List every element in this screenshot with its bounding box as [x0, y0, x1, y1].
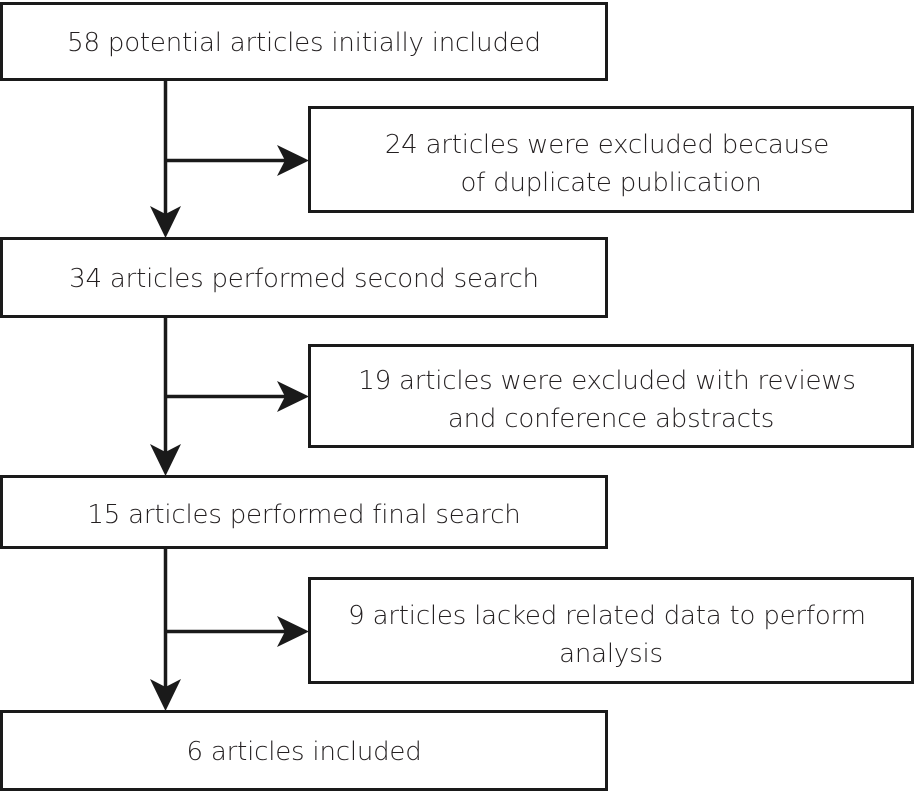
exclusion-reviews-label: 19 articles were excluded with reviews a… [358, 366, 864, 434]
step-included-box[interactable] [0, 710, 608, 791]
connector-1-down-arrow-icon [150, 206, 181, 238]
connector-3-right-arrow-icon [277, 616, 309, 647]
connector-1-right-arrow-icon [277, 145, 309, 176]
step-included-label: 6 articles included [186, 737, 421, 767]
step-initial-box[interactable] [0, 2, 608, 81]
exclusion-duplicates-label: 24 articles were excluded because of dup… [385, 130, 837, 198]
node-exclusion-reviews[interactable]: 19 articles were excluded with reviews a… [308, 344, 914, 448]
exclusion-reviews-box[interactable] [308, 344, 914, 448]
node-step-initial[interactable]: 58 potential articles initially included [0, 2, 608, 81]
node-step-final-search[interactable]: 15 articles performed final search [0, 475, 608, 549]
node-exclusion-duplicates[interactable]: 24 articles were excluded because of dup… [308, 106, 914, 213]
connector-2-down-arrow-icon [150, 444, 181, 476]
node-step-second-search[interactable]: 34 articles performed second search [0, 237, 608, 318]
node-step-included[interactable]: 6 articles included [0, 710, 608, 791]
step-final-search-box[interactable] [0, 475, 608, 549]
step-final-search-label: 15 articles performed final search [87, 500, 520, 530]
step-second-search-box[interactable] [0, 237, 608, 318]
exclusion-no-data-label: 9 articles lacked related data to perfor… [348, 601, 874, 669]
step-initial-label: 58 potential articles initially included [67, 28, 541, 58]
exclusion-duplicates-box[interactable] [308, 106, 914, 213]
node-exclusion-no-data[interactable]: 9 articles lacked related data to perfor… [308, 577, 914, 684]
connector-segments [150, 80, 309, 711]
connector-3-down-arrow-icon [150, 679, 181, 711]
exclusion-no-data-box[interactable] [308, 577, 914, 684]
step-second-search-label: 34 articles performed second search [69, 264, 539, 294]
connector-2-right-arrow-icon [277, 381, 309, 412]
